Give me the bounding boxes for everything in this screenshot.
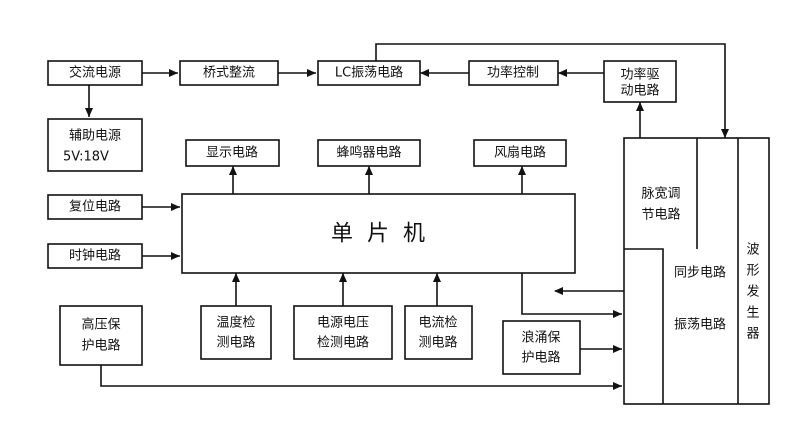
voltage-detect-label-2: 检测电路 bbox=[317, 335, 369, 351]
block-ac-power: 交流电源 bbox=[47, 60, 143, 86]
lc-oscillation-label: LC振荡电路 bbox=[335, 65, 403, 81]
block-power-drive: 功率驱 动电路 bbox=[603, 60, 677, 103]
display-label: 显示电路 bbox=[206, 145, 258, 161]
waveform-gen-char-1: 波 bbox=[746, 243, 759, 258]
block-reset: 复位电路 bbox=[47, 194, 143, 220]
buzzer-label: 蜂鸣器电路 bbox=[336, 145, 401, 161]
pwm-label-1: 脉宽调 bbox=[641, 186, 680, 202]
block-surge-protect: 浪涌保 护电路 bbox=[502, 320, 581, 375]
hv-protect-label-2: 护电路 bbox=[81, 338, 120, 354]
block-fan: 风扇电路 bbox=[473, 139, 567, 167]
block-buzzer: 蜂鸣器电路 bbox=[317, 139, 421, 167]
arrow-mcu-to-pwm bbox=[521, 273, 622, 318]
oscillator-label: 振荡电路 bbox=[674, 317, 726, 333]
arrow-hv-protect-to-bus bbox=[100, 365, 622, 390]
pwm-label-2: 节电路 bbox=[641, 207, 680, 223]
pwm-divider bbox=[624, 248, 664, 404]
hv-protect-label-1: 高压保 bbox=[81, 317, 120, 333]
temp-detect-label-2: 测电路 bbox=[216, 335, 255, 351]
aux-power-label-2: 5V:18V bbox=[63, 150, 109, 165]
block-voltage-detect: 电源电压 检测电路 bbox=[293, 305, 393, 360]
block-bridge-rectifier: 桥式整流 bbox=[179, 60, 279, 86]
waveform-gen-char-4: 生 bbox=[746, 306, 759, 321]
fan-label: 风扇电路 bbox=[494, 145, 546, 161]
connectors bbox=[85, 43, 729, 390]
reset-label: 复位电路 bbox=[69, 199, 121, 215]
current-detect-label-2: 测电路 bbox=[418, 335, 457, 351]
block-current-detect: 电流检 测电路 bbox=[404, 305, 473, 360]
current-detect-label-1: 电流检 bbox=[418, 316, 457, 331]
waveform-gen-char-5: 器 bbox=[746, 327, 759, 342]
waveform-gen-char-3: 发 bbox=[746, 284, 759, 300]
block-display: 显示电路 bbox=[185, 139, 280, 167]
surge-protect-label-2: 护电路 bbox=[521, 350, 560, 366]
block-hv-protect: 高压保 护电路 bbox=[59, 305, 143, 366]
block-mcu: 单片机 bbox=[181, 193, 576, 274]
arrow-lc-to-waveform bbox=[375, 43, 729, 138]
power-drive-label-2: 动电路 bbox=[620, 83, 659, 99]
power-control-label: 功率控制 bbox=[487, 65, 539, 81]
block-power-control: 功率控制 bbox=[468, 60, 559, 86]
surge-protect-label-1: 浪涌保 bbox=[521, 331, 560, 346]
mcu-label: 单片机 bbox=[331, 222, 439, 247]
bridge-rectifier-label: 桥式整流 bbox=[203, 66, 255, 81]
temp-detect-label-1: 温度检 bbox=[216, 315, 255, 331]
voltage-detect-label-1: 电源电压 bbox=[317, 316, 369, 331]
block-temp-detect: 温度检 测电路 bbox=[200, 305, 272, 360]
sync-label: 同步电路 bbox=[674, 265, 726, 281]
aux-power-label-1: 辅助电源 bbox=[69, 129, 121, 144]
block-lc-oscillation: LC振荡电路 bbox=[317, 60, 421, 86]
block-waveform-section: 脉宽调 节电路 同步电路 振荡电路 波 形 发 生 器 bbox=[623, 137, 770, 405]
block-clock: 时钟电路 bbox=[47, 243, 143, 269]
ac-power-label: 交流电源 bbox=[69, 65, 121, 81]
waveform-gen-char-2: 形 bbox=[746, 264, 759, 279]
power-drive-label-1: 功率驱 bbox=[620, 67, 659, 83]
block-aux-power: 辅助电源 5V:18V bbox=[47, 118, 143, 172]
clock-label: 时钟电路 bbox=[69, 248, 121, 264]
